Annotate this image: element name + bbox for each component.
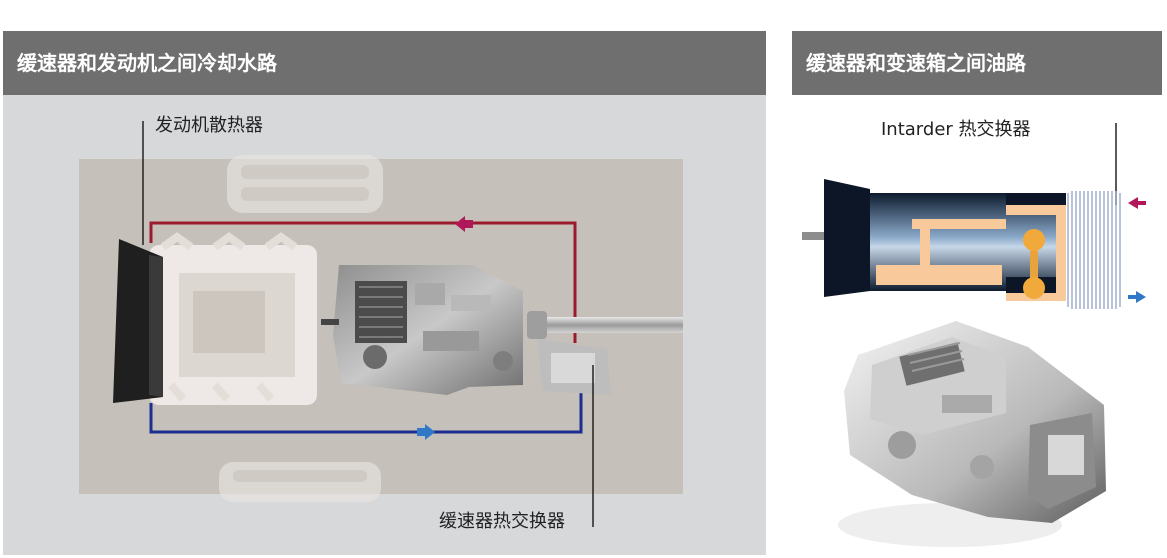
coolant-out-arrow-icon: [1128, 291, 1146, 303]
heat-exchanger-fins: [1067, 191, 1121, 309]
hot-flow-arrow-icon: [455, 216, 473, 232]
right-section-title: 缓速器和变速箱之间油路: [792, 31, 1162, 95]
coolant-circuit-diagram: 发动机散热器 缓速器热交换器: [79, 115, 683, 532]
cold-flow-arrow-icon: [417, 424, 435, 440]
intarder-cutaway: [824, 179, 1066, 301]
transmission: [321, 265, 523, 395]
engine-block: [149, 232, 317, 405]
drive-shaft: [541, 317, 683, 333]
pump-upper-icon: [1023, 229, 1045, 251]
exchanger-label: 缓速器热交换器: [439, 511, 565, 532]
coolant-circuit-panel: 发动机散热器 缓速器热交换器: [3, 95, 766, 555]
gearbox-illustration: [838, 321, 1106, 547]
wheel-bottom: [219, 462, 381, 502]
intarder-label: Intarder 热交换器: [881, 119, 1031, 140]
radiator-label: 发动机散热器: [155, 115, 263, 136]
cold-coolant-line: [149, 357, 583, 434]
wheel-top: [227, 155, 383, 213]
coolant-in-arrow-icon: [1128, 197, 1146, 209]
hot-coolant-line: [149, 221, 577, 343]
oil-circuit-panel: Intarder 热交换器: [792, 95, 1162, 555]
left-section-title: 缓速器和发动机之间冷却水路: [3, 31, 766, 95]
pump-lower-icon: [1023, 277, 1045, 299]
input-shaft: [802, 232, 824, 240]
oil-circuit-diagram: Intarder 热交换器: [802, 119, 1146, 547]
